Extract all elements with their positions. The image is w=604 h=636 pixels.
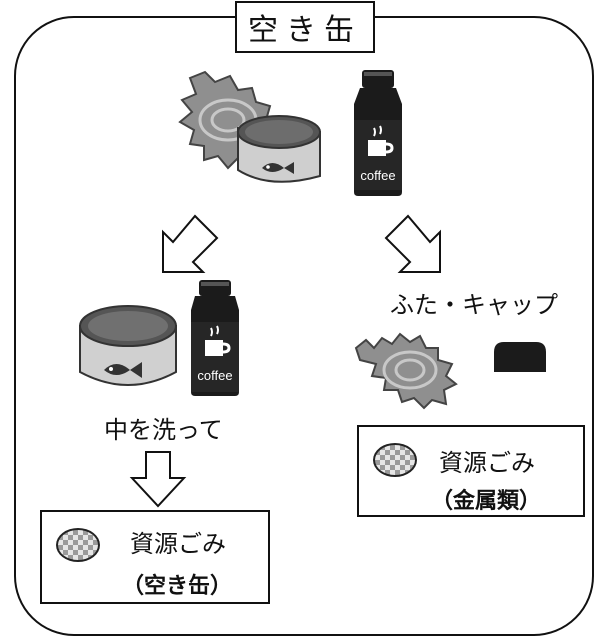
washed-can-icon [79, 305, 177, 386]
arrow-down-left-icon [162, 214, 219, 273]
arrow-down-icon [129, 451, 187, 508]
result-category-left: 資源ごみ [130, 530, 226, 558]
result-subcategory: （金属類） [431, 488, 542, 514]
arrow-down-right-icon [384, 214, 441, 273]
bottle-cap-icon [494, 342, 546, 372]
coffee-bottle-icon: coffee [354, 70, 402, 196]
wash-label: 中を洗って [104, 416, 223, 444]
checker-mark-icon-left [56, 528, 100, 562]
result-box-metal: 資源ごみ （金属類） [357, 425, 585, 517]
coffee-label-top: coffee [360, 168, 395, 183]
jagged-lid-icon [354, 332, 458, 410]
coffee-bottle-icon-bottom: coffee [191, 280, 239, 396]
coffee-label-bottom: coffee [197, 368, 232, 383]
open-can-with-lid-icon [178, 70, 321, 183]
page-title: 空き缶 [235, 1, 375, 53]
checker-mark-icon [373, 443, 417, 477]
cap-label: ふた・キャップ [390, 291, 558, 319]
result-subcategory-left: （空き缶） [122, 573, 233, 599]
result-box-can: 資源ごみ （空き缶） [40, 510, 270, 604]
result-category: 資源ごみ [439, 449, 535, 477]
